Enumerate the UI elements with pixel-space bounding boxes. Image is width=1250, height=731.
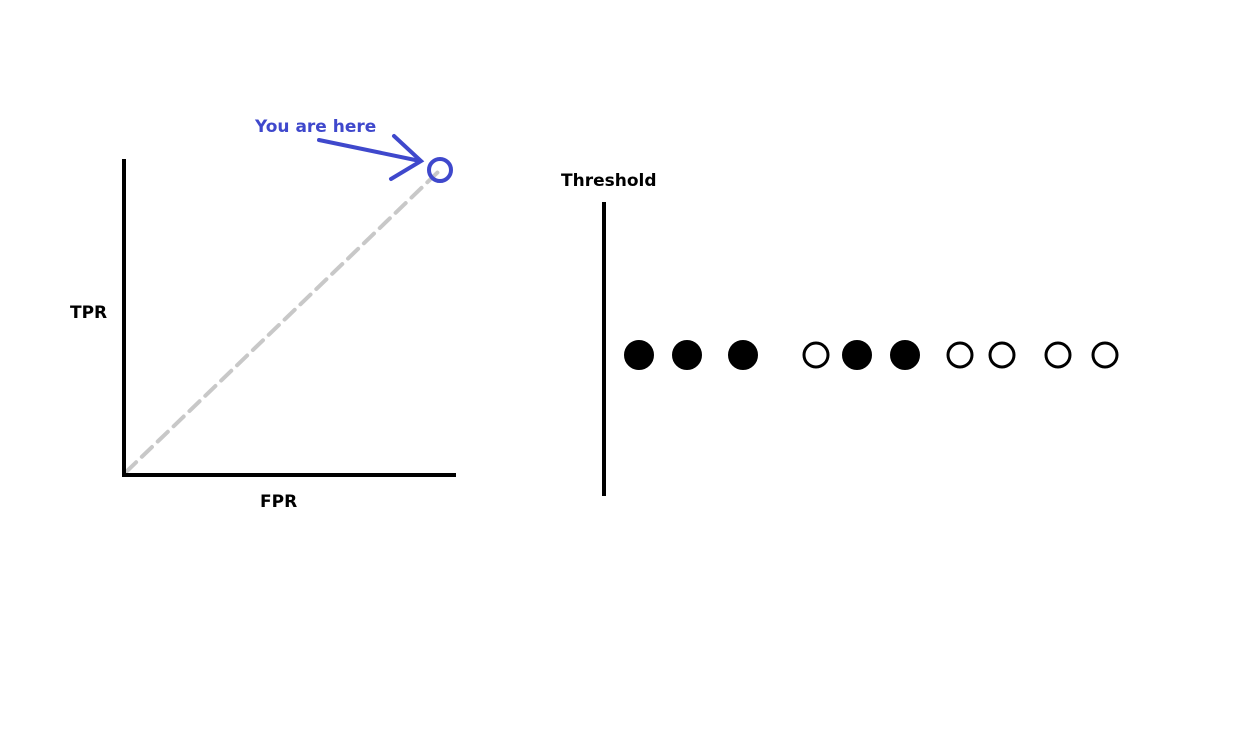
threshold-label: Threshold bbox=[561, 171, 657, 191]
negative-sample bbox=[1044, 341, 1072, 369]
negative-sample bbox=[946, 341, 974, 369]
annotation-arrow-icon bbox=[317, 134, 425, 181]
annotation-text: You are here bbox=[254, 117, 376, 137]
y-axis-label: TPR bbox=[70, 303, 107, 323]
roc-plot: TPR FPR You are here bbox=[70, 117, 456, 512]
positive-sample bbox=[728, 340, 758, 370]
negative-sample bbox=[1091, 341, 1119, 369]
current-roc-point bbox=[427, 157, 453, 183]
x-axis-label: FPR bbox=[260, 492, 297, 512]
positive-sample bbox=[842, 340, 872, 370]
positive-sample bbox=[672, 340, 702, 370]
sample-points bbox=[624, 340, 1119, 370]
negative-sample bbox=[988, 341, 1016, 369]
positive-sample bbox=[890, 340, 920, 370]
threshold-panel: Threshold bbox=[561, 171, 1119, 496]
roc-diagonal bbox=[124, 170, 440, 474]
positive-sample bbox=[624, 340, 654, 370]
negative-sample bbox=[802, 341, 830, 369]
